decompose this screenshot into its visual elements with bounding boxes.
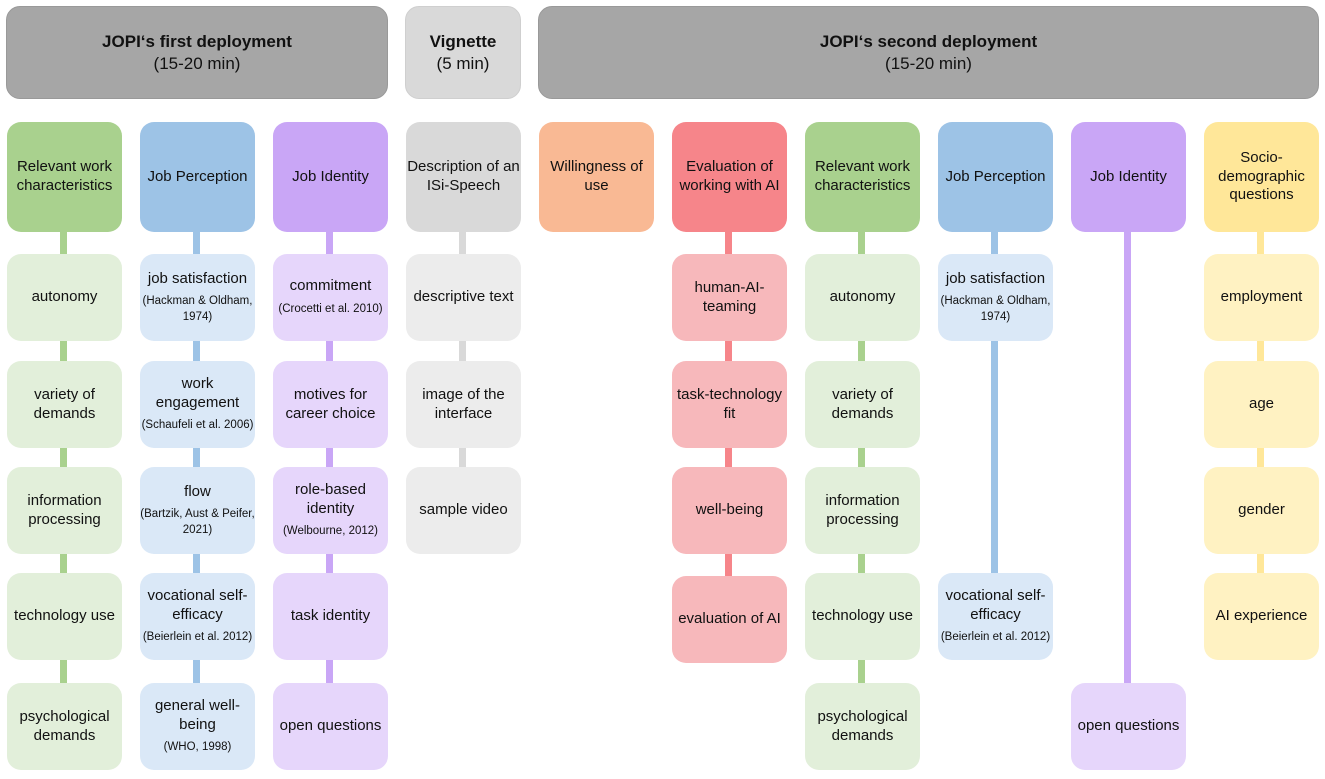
- job-perception-header-2: Job Perception: [938, 122, 1053, 232]
- second-deployment-header: JOPI‘s second deployment (15-20 min): [538, 6, 1319, 99]
- identity-item: task identity: [273, 573, 388, 660]
- job-perception-header: Job Perception: [140, 122, 255, 232]
- job-identity-header-2: Job Identity: [1071, 122, 1186, 232]
- vignette-item: descriptive text: [406, 254, 521, 341]
- work-item-information: information processing: [805, 467, 920, 554]
- perception-item: vocational self-efficacy (Beierlein et a…: [140, 573, 255, 660]
- perception-item: job satisfaction (Hackman & Oldham, 1974…: [938, 254, 1053, 341]
- work-item-psychological: psychological demands: [7, 683, 122, 770]
- header-title: JOPI‘s first deployment: [102, 32, 292, 52]
- header-title: JOPI‘s second deployment: [819, 32, 1038, 52]
- header-duration: (5 min): [436, 53, 490, 73]
- vignette-description-header: Description of an ISi-Speech: [406, 122, 521, 232]
- connector-line: [459, 230, 466, 470]
- header-duration: (15-20 min): [153, 53, 241, 73]
- work-item-autonomy: autonomy: [7, 254, 122, 341]
- header-duration: (15-20 min): [885, 53, 972, 73]
- connector-line: [326, 230, 333, 690]
- evaluation-item: human-AI-teaming: [672, 254, 787, 341]
- vignette-item: sample video: [406, 467, 521, 554]
- evaluation-item: task-technology fit: [672, 361, 787, 448]
- evaluation-ai-header: Evaluation of working with AI: [672, 122, 787, 232]
- connector-line: [991, 230, 998, 580]
- identity-item: role-based identity (Welbourne, 2012): [273, 467, 388, 554]
- evaluation-item: evaluation of AI: [672, 576, 787, 663]
- job-identity-header: Job Identity: [273, 122, 388, 232]
- work-item-information: information processing: [7, 467, 122, 554]
- work-item-variety: variety of demands: [7, 361, 122, 448]
- identity-item: commitment (Crocetti et al. 2010): [273, 254, 388, 341]
- work-item-autonomy: autonomy: [805, 254, 920, 341]
- socio-item: AI experience: [1204, 573, 1319, 660]
- socio-item: gender: [1204, 467, 1319, 554]
- identity-item: motives for career choice: [273, 361, 388, 448]
- connector-line: [193, 230, 200, 690]
- work-item-technology: technology use: [7, 573, 122, 660]
- perception-item: vocational self-efficacy (Beierlein et a…: [938, 573, 1053, 660]
- work-item-variety: variety of demands: [805, 361, 920, 448]
- vignette-header: Vignette (5 min): [405, 6, 521, 99]
- work-characteristics-header-2: Relevant work characteristics: [805, 122, 920, 232]
- connector-line: [858, 230, 865, 690]
- vignette-item: image of the interface: [406, 361, 521, 448]
- socio-item: employment: [1204, 254, 1319, 341]
- socio-demographic-header: Socio-demographic questions: [1204, 122, 1319, 232]
- evaluation-item: well-being: [672, 467, 787, 554]
- identity-item: open questions: [273, 683, 388, 770]
- header-title: Vignette: [429, 32, 497, 52]
- willingness-of-use-header: Willingness of use: [539, 122, 654, 232]
- connector-line: [1124, 230, 1131, 690]
- identity-item: open questions: [1071, 683, 1186, 770]
- perception-item: job satisfaction (Hackman & Oldham, 1974…: [140, 254, 255, 341]
- work-item-psychological: psychological demands: [805, 683, 920, 770]
- perception-item: general well-being (WHO, 1998): [140, 683, 255, 770]
- connector-line: [60, 230, 67, 690]
- work-item-technology: technology use: [805, 573, 920, 660]
- perception-item: work engagement (Schaufeli et al. 2006): [140, 361, 255, 448]
- first-deployment-header: JOPI‘s first deployment (15-20 min): [6, 6, 388, 99]
- perception-item: flow (Bartzik, Aust & Peifer, 2021): [140, 467, 255, 554]
- work-characteristics-header: Relevant work characteristics: [7, 122, 122, 232]
- socio-item: age: [1204, 361, 1319, 448]
